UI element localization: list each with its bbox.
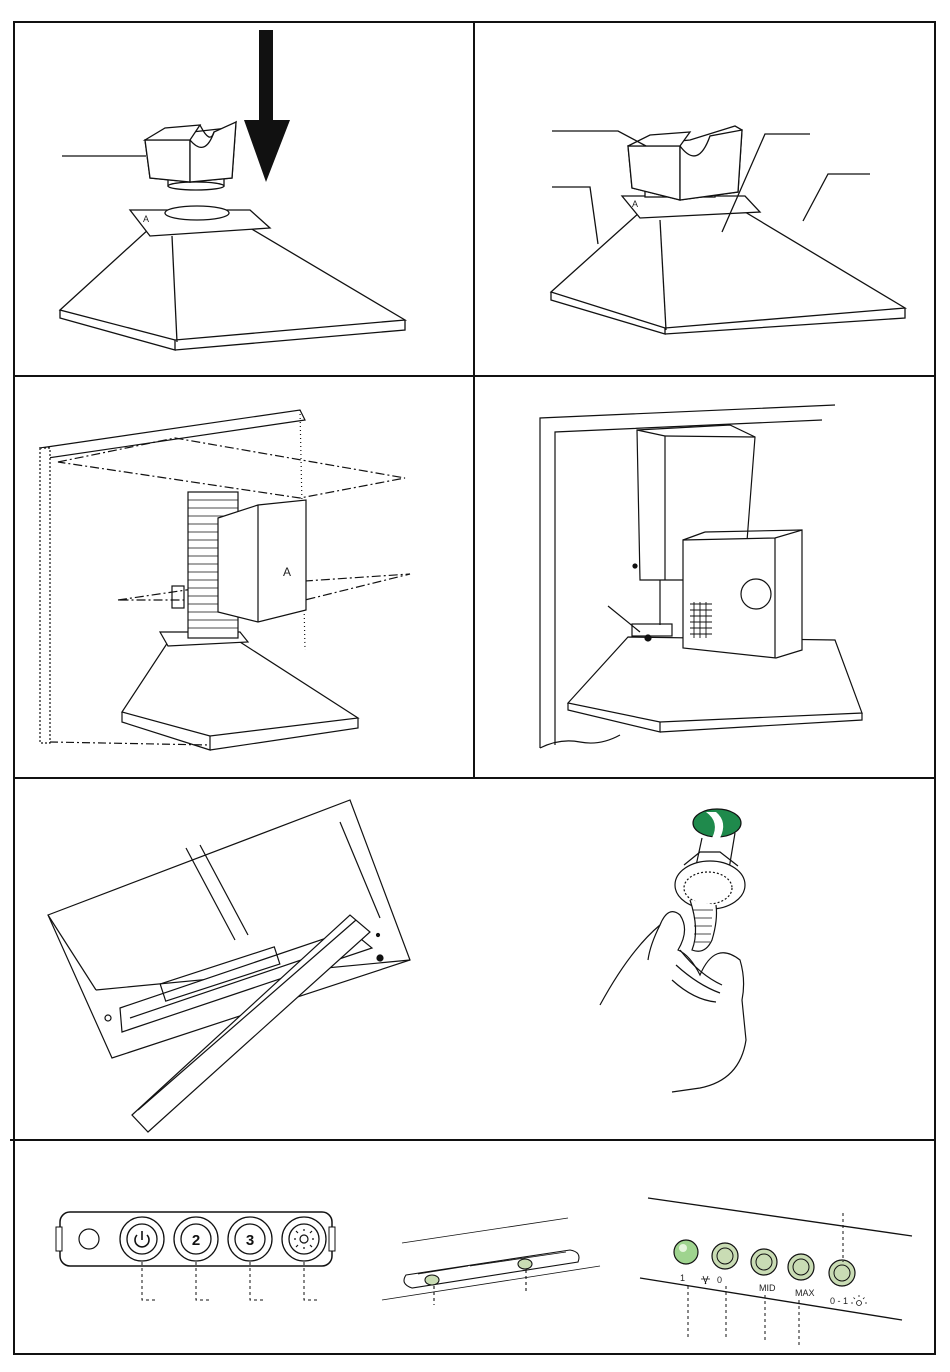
- svg-text:A: A: [632, 199, 638, 209]
- panel-wall-installation: A: [40, 410, 410, 750]
- control-knobs-panel: 1 0 MID MAX 0 - 1: [640, 1198, 912, 1345]
- panel-hood-connector: A: [60, 122, 405, 350]
- panel-mounted-chimney: [540, 405, 862, 748]
- knob-label-max: MAX: [795, 1288, 815, 1298]
- slider-knob-left[interactable]: [425, 1275, 439, 1285]
- knob-label-light: 0 - 1: [830, 1296, 848, 1306]
- light-icon: [851, 1295, 867, 1306]
- speed-2-label: 2: [192, 1232, 200, 1249]
- panel-filter-removal: [48, 800, 410, 1132]
- knob-light[interactable]: [829, 1260, 855, 1286]
- slider-knob-right[interactable]: [518, 1259, 532, 1269]
- arrow-down-icon: [244, 30, 290, 182]
- knob-max[interactable]: [788, 1254, 814, 1280]
- indicator-lamp: [674, 1240, 698, 1264]
- control-panel-buttons: 2 3: [56, 1212, 335, 1300]
- indicator-led: [79, 1229, 99, 1249]
- panel-lamp-replacement: [600, 809, 746, 1092]
- duct-letter-label: A: [283, 565, 291, 579]
- fan-off-icon: [701, 1276, 710, 1284]
- svg-text:A: A: [143, 214, 149, 224]
- speed-3-label: 3: [246, 1232, 254, 1249]
- power-button[interactable]: [120, 1217, 164, 1261]
- knob-off[interactable]: [712, 1243, 738, 1269]
- knob-callout-lines: [688, 1213, 843, 1345]
- control-slider-bar: [382, 1218, 600, 1305]
- light-button[interactable]: [282, 1217, 326, 1261]
- panel-hood-parts: A: [551, 126, 905, 334]
- speed-2-button[interactable]: 2: [174, 1217, 218, 1261]
- knob-label-0: 0: [717, 1275, 722, 1285]
- knob-mid[interactable]: [751, 1249, 777, 1275]
- knob-label-1: 1: [680, 1273, 685, 1283]
- speed-3-button[interactable]: 3: [228, 1217, 272, 1261]
- callout-lines: [142, 1262, 318, 1300]
- knob-label-mid: MID: [759, 1283, 776, 1293]
